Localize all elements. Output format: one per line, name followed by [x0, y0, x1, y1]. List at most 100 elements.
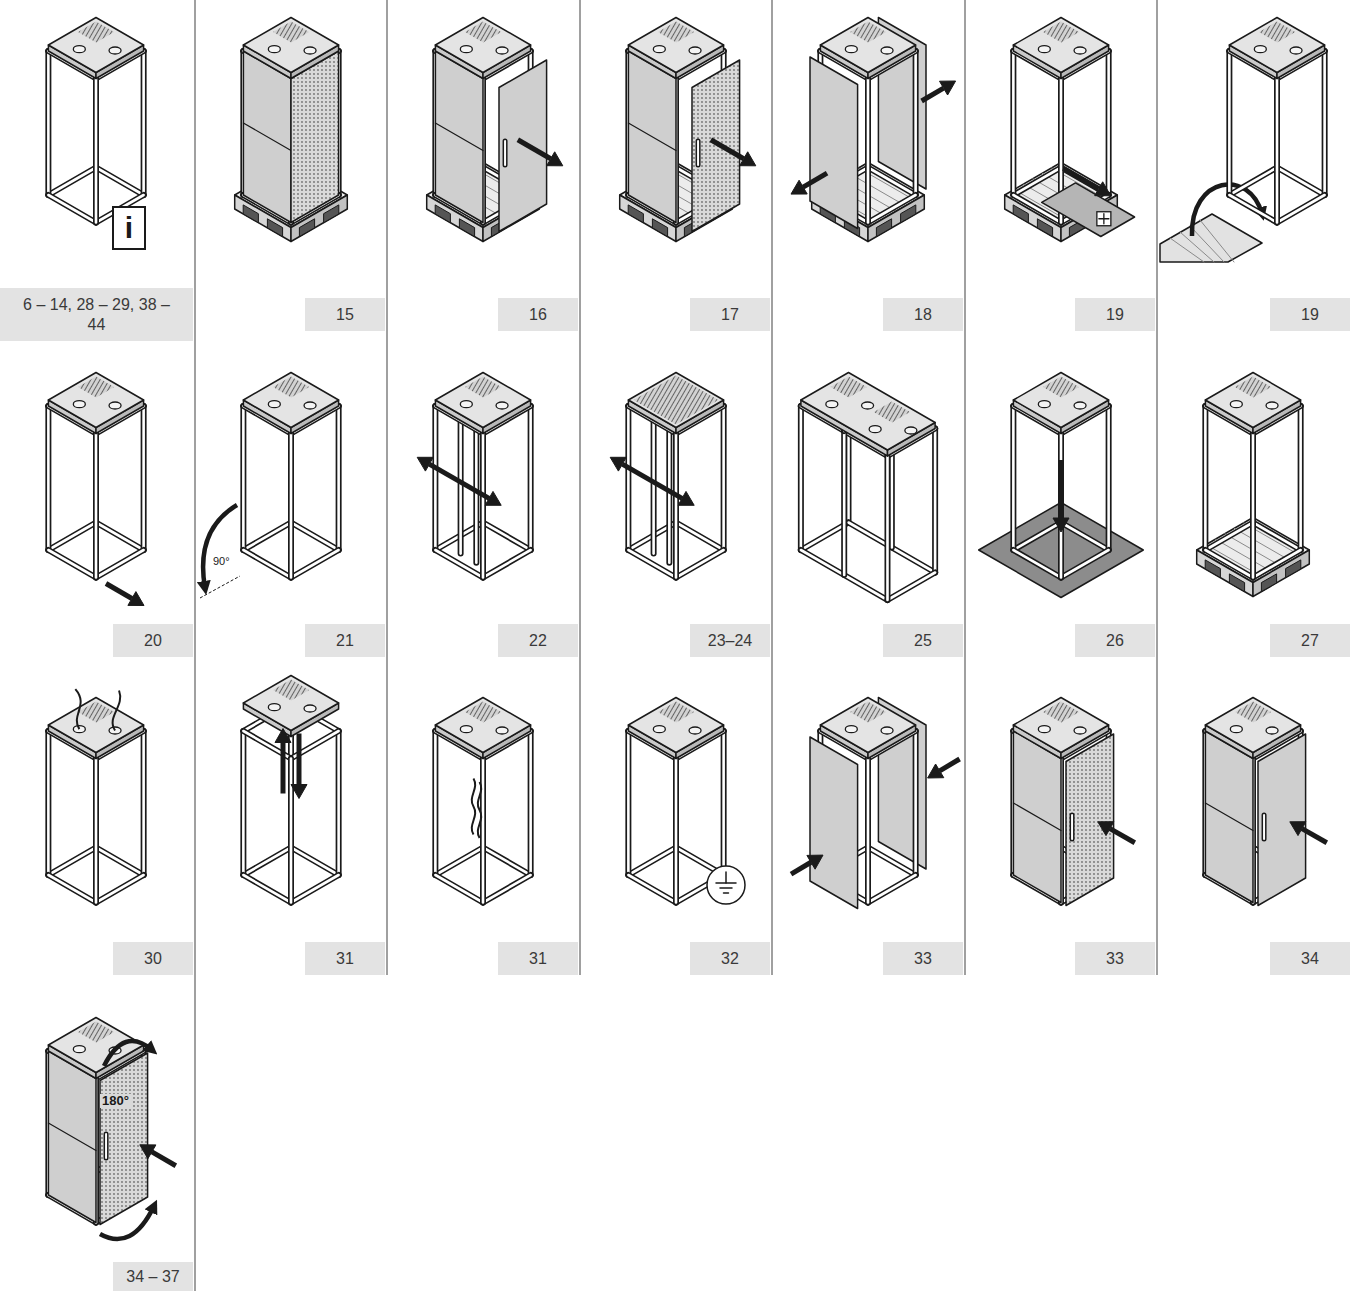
illustration-part	[721, 406, 727, 550]
illustration-part	[1266, 402, 1278, 409]
illustration-part	[579, 0, 581, 975]
illustration-part	[1205, 698, 1300, 753]
illustration-part	[884, 456, 890, 600]
page-reference: 17	[690, 298, 770, 331]
illustration-part	[465, 702, 501, 723]
illustration-part	[291, 875, 339, 903]
illustration-part	[1058, 434, 1064, 578]
illustration-part	[676, 550, 724, 578]
illustration-part	[128, 592, 144, 606]
illustration-part	[867, 79, 870, 223]
illustration-part	[887, 573, 935, 601]
illustration-part	[1230, 401, 1242, 408]
illustration-part	[1106, 51, 1112, 195]
illustration-part	[93, 434, 99, 578]
cabinet-illustration	[48, 18, 143, 223]
illustration-part	[622, 464, 682, 498]
illustration-part	[1205, 373, 1300, 428]
illustration-part	[1037, 219, 1052, 237]
illustration-part	[243, 523, 291, 551]
illustration-part	[820, 18, 915, 73]
illustration-part	[1013, 803, 1061, 831]
illustration-part	[628, 848, 676, 876]
illustration-part	[675, 434, 678, 578]
illustration-part	[1250, 434, 1256, 578]
illustration-part	[336, 406, 342, 550]
illustration-part	[1160, 214, 1262, 262]
illustration-part	[434, 731, 437, 875]
illustration-part	[826, 401, 838, 408]
illustration-part	[460, 726, 472, 733]
illustration-part	[922, 88, 944, 101]
illustration-part	[1205, 803, 1253, 831]
illustration-part	[932, 429, 938, 573]
illustration-part	[868, 195, 924, 242]
illustration-part	[324, 205, 339, 223]
illustration-part	[483, 848, 531, 876]
illustration-part	[722, 731, 725, 875]
illustration-part	[867, 759, 870, 903]
illustration-part	[45, 731, 51, 875]
illustration-part	[141, 406, 147, 550]
illustration-part	[1061, 550, 1109, 578]
illustration-part	[78, 377, 114, 398]
illustration-part	[868, 168, 916, 196]
illustration-part	[628, 51, 676, 223]
illustration-part	[104, 1134, 109, 1158]
illustration-part	[868, 848, 916, 876]
illustration-part	[459, 219, 474, 237]
illustration-part	[1013, 205, 1028, 223]
cabinet-illustration	[435, 698, 530, 903]
page-number: 26	[1106, 631, 1124, 650]
illustration-part	[528, 406, 534, 550]
illustration-part	[1074, 47, 1086, 54]
page-reference: 27	[1270, 624, 1350, 657]
page-reference: 33	[1075, 942, 1155, 975]
illustration-part	[47, 731, 50, 875]
illustration-part	[96, 550, 144, 578]
illustration-part	[304, 705, 316, 712]
illustration-part	[273, 22, 309, 43]
illustration-part	[1013, 373, 1108, 428]
illustration-part	[913, 51, 919, 195]
page-number: 16	[529, 305, 547, 324]
illustration-part	[95, 434, 98, 578]
illustration-part	[711, 140, 744, 159]
illustration-part	[299, 219, 314, 237]
illustration-part	[152, 1152, 176, 1166]
illustration-part	[1103, 214, 1104, 224]
illustration-part	[465, 22, 501, 43]
illustration-part	[386, 0, 388, 975]
illustration-part	[1097, 212, 1111, 226]
illustration-part	[432, 406, 438, 550]
illustration-part	[291, 550, 339, 578]
illustration-part	[243, 550, 291, 578]
illustration-part	[634, 376, 719, 425]
illustration-part	[291, 875, 339, 903]
illustration-part	[1205, 523, 1253, 551]
illustration-part	[1038, 46, 1050, 53]
page-reference: 20	[113, 624, 193, 657]
cabinet-illustration	[200, 373, 339, 599]
illustration-part	[1038, 726, 1050, 733]
cabinet-illustration	[628, 698, 745, 905]
page-reference: 19	[1270, 298, 1350, 331]
illustration-part	[724, 892, 729, 894]
illustration-part	[96, 523, 144, 551]
illustration-part	[625, 731, 631, 875]
illustration-part	[288, 759, 294, 903]
illustration-part	[48, 875, 96, 903]
cabinet-illustration	[610, 373, 723, 578]
illustration-part	[720, 887, 732, 889]
illustration-part	[267, 219, 282, 237]
illustration-part	[432, 731, 438, 875]
illustration-part	[460, 46, 472, 53]
illustration-part	[628, 875, 676, 903]
illustration-part	[1038, 401, 1050, 408]
illustration-part	[697, 141, 699, 165]
illustration-part	[96, 848, 144, 876]
illustration-part	[887, 573, 935, 601]
illustration-part	[964, 0, 966, 975]
illustration-part	[275, 729, 291, 743]
illustration-part	[1059, 460, 1064, 518]
